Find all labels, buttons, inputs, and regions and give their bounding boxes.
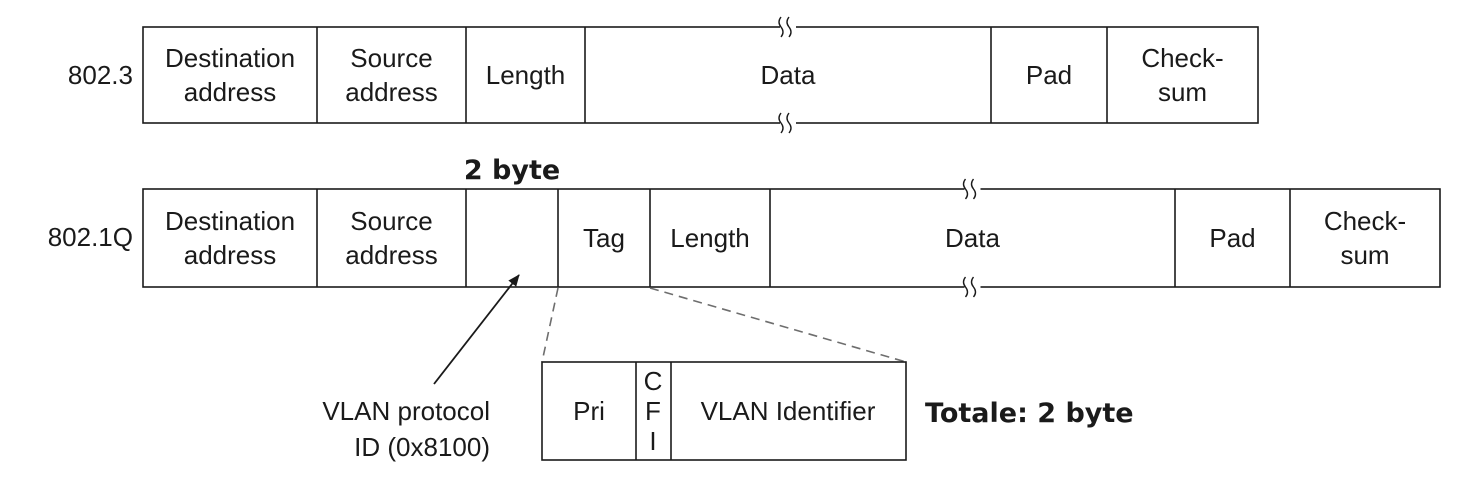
tag-detail-box: Pri C F I VLAN Identifier xyxy=(541,361,907,461)
frame-label-802-1q: 802.1Q xyxy=(48,222,133,252)
vlan-protocol-arrow xyxy=(433,274,520,385)
frame-802-1q: 802.1Q Destination address Source address Ta… xyxy=(48,155,1441,298)
frame-802-3-fields: Destination address Source address Length Dat… xyxy=(142,16,1259,134)
field-label-check-sum-line-1: Check- xyxy=(1324,206,1406,236)
row2-data-break-bottom-gap xyxy=(950,284,995,290)
field-label-source-address-line-1: Source xyxy=(350,43,432,73)
row2-data-break-bottom-wave-1 xyxy=(962,276,969,298)
tag-detail-outline xyxy=(541,361,907,461)
row2-data-break-top-wave-1 xyxy=(962,178,969,200)
row2-outline xyxy=(142,188,1441,288)
vlan-protocol-label-line-2: ID (0x8100) xyxy=(354,432,490,462)
tag-expansion-right-line xyxy=(649,287,907,363)
field-label-data: Data xyxy=(945,223,1000,253)
field-label-destination-address-line-1: Destination xyxy=(165,206,295,236)
field-label-tag: Tag xyxy=(583,223,625,253)
field-label-source-address-line-2: address xyxy=(345,240,438,270)
two-byte-note: 2 byte xyxy=(464,155,560,186)
row2-data-break-top-wave-2 xyxy=(970,178,977,200)
vlan-protocol-label: VLAN protocol ID (0x8100) xyxy=(322,396,490,462)
tag-total-note: Totale: 2 byte xyxy=(925,398,1134,429)
vlan-identifier-field-label: VLAN Identifier xyxy=(701,396,876,426)
field-label-length: Length xyxy=(670,223,750,253)
cfi-field-label-f: F xyxy=(645,396,661,426)
row2-data-break-top-gap xyxy=(950,186,995,192)
vlan-protocol-label-line-1: VLAN protocol xyxy=(322,396,490,426)
frame-label-802-3: 802.3 xyxy=(68,60,133,90)
field-label-pad: Pad xyxy=(1026,60,1072,90)
field-label-destination-address-line-2: address xyxy=(184,240,277,270)
field-label-check-sum-line-2: sum xyxy=(1158,77,1207,107)
pri-field-label: Pri xyxy=(573,396,605,426)
cfi-field-label-c: C xyxy=(644,366,663,396)
field-label-length: Length xyxy=(486,60,566,90)
frame-802-3: 802.3 Destination address Source address Len… xyxy=(68,16,1259,134)
field-label-pad: Pad xyxy=(1209,223,1255,253)
row1-outline xyxy=(142,26,1259,124)
field-label-data: Data xyxy=(761,60,816,90)
field-label-destination-address-line-2: address xyxy=(184,77,277,107)
field-label-source-address-line-1: Source xyxy=(350,206,432,236)
field-label-check-sum-line-1: Check- xyxy=(1141,43,1223,73)
frame-802-1q-fields: Destination address Source address Tag Length… xyxy=(142,178,1441,298)
tag-expansion-left-line xyxy=(541,287,559,363)
cfi-field-label-i: I xyxy=(649,426,656,456)
row1-data-break-bottom-wave-2 xyxy=(786,112,792,134)
row1-data-break-bottom-wave-1 xyxy=(778,112,784,134)
row2-data-break-bottom-wave-2 xyxy=(970,276,977,298)
row1-data-break-bottom-gap xyxy=(766,120,810,126)
field-label-check-sum-line-2: sum xyxy=(1340,240,1389,270)
row1-data-break-top-wave-1 xyxy=(778,16,784,38)
row1-data-break-top-wave-2 xyxy=(786,16,792,38)
row1-data-break-top-gap xyxy=(766,24,810,30)
field-label-destination-address-line-1: Destination xyxy=(165,43,295,73)
field-label-source-address-line-2: address xyxy=(345,77,438,107)
